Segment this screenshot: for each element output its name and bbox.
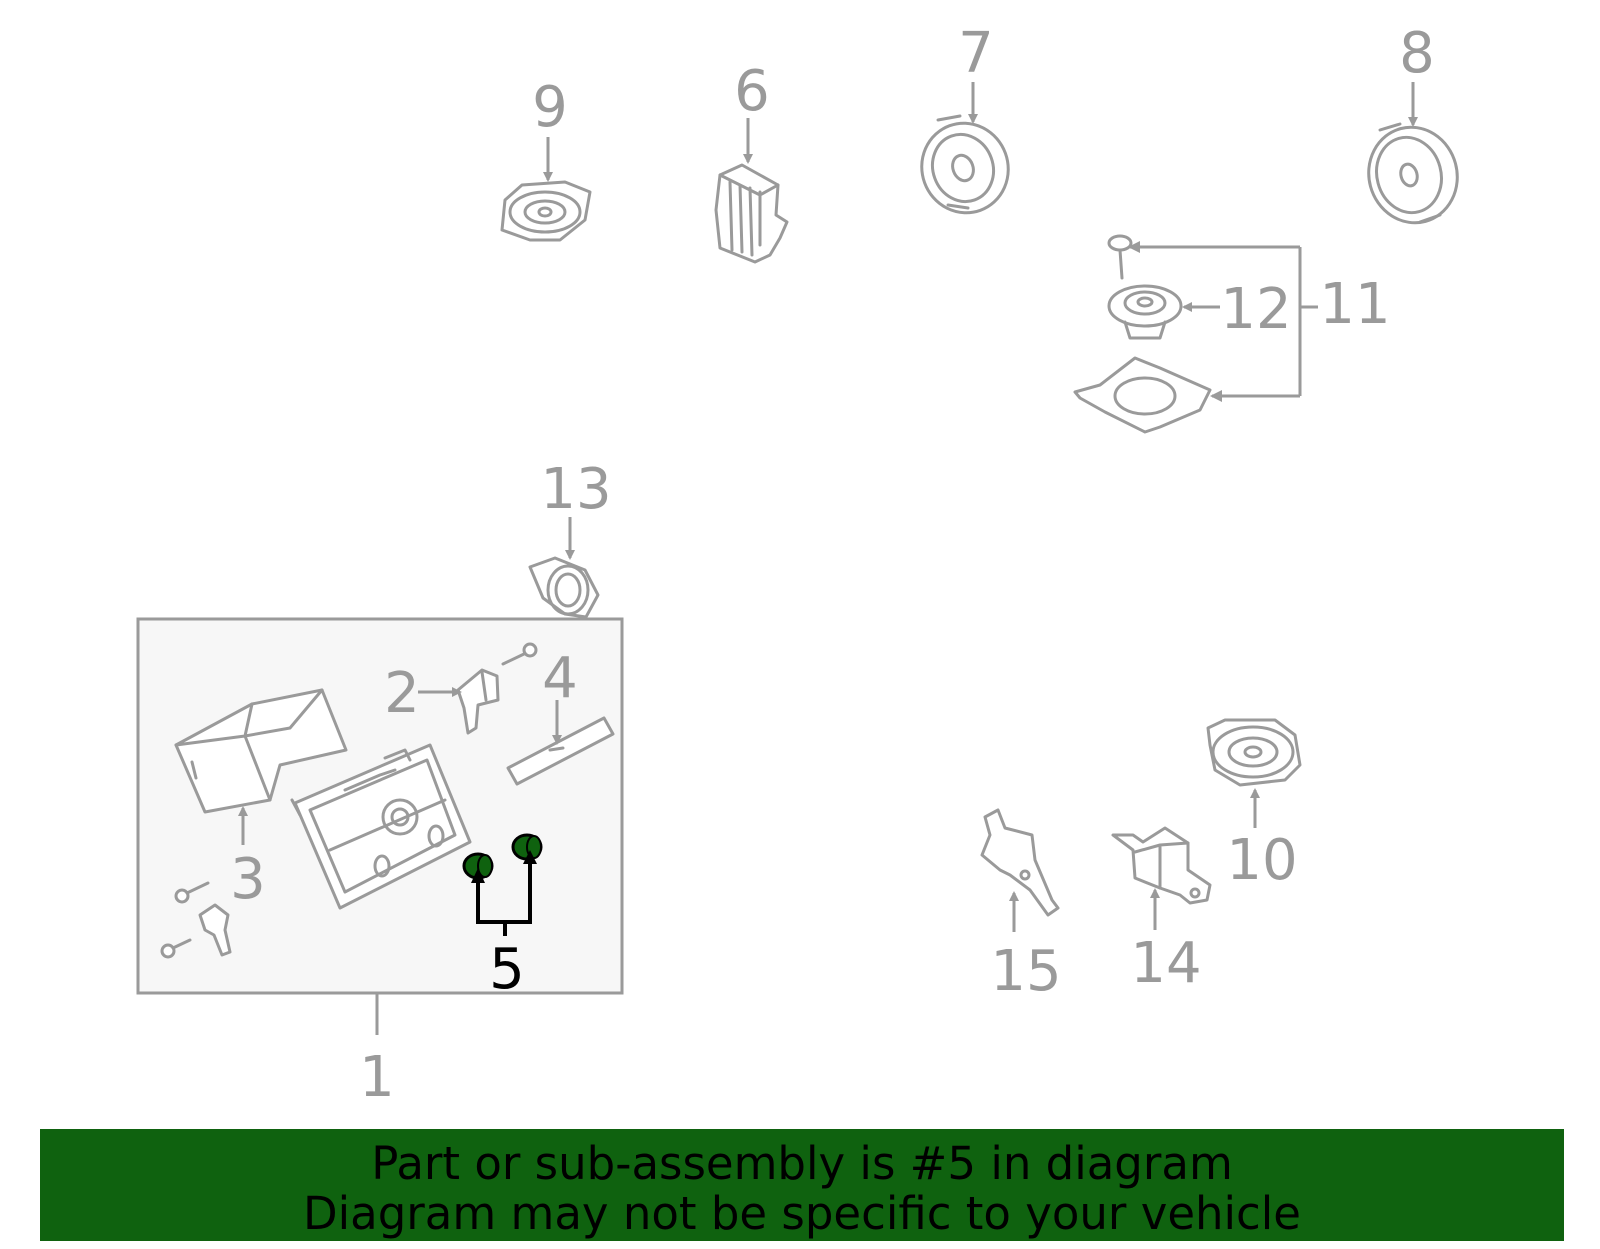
callout-5: 5 bbox=[489, 937, 525, 1002]
callout-9: 9 bbox=[532, 75, 568, 140]
callout-13: 13 bbox=[540, 457, 611, 522]
part-4-strip bbox=[506, 716, 615, 786]
callout-10: 10 bbox=[1226, 828, 1297, 893]
part-3-bezel bbox=[174, 688, 348, 814]
callout-8: 8 bbox=[1399, 21, 1435, 86]
part-2-bracket bbox=[456, 642, 538, 735]
callout-7: 7 bbox=[958, 21, 994, 86]
part-screws-bracket bbox=[160, 881, 232, 959]
part-8-speaker bbox=[1367, 122, 1459, 225]
banner-line-2: Diagram may not be specific to your vehi… bbox=[303, 1187, 1301, 1240]
callout-1: 1 bbox=[359, 1045, 395, 1110]
part-11-12-tweeter-kit bbox=[1073, 234, 1212, 434]
part-9-speaker bbox=[500, 180, 592, 242]
callout-4: 4 bbox=[542, 646, 578, 711]
part-10-speaker bbox=[1206, 718, 1302, 787]
callout-6: 6 bbox=[734, 59, 770, 124]
part-15-bracket bbox=[980, 808, 1060, 917]
callout-2: 2 bbox=[384, 661, 420, 726]
info-banner: Part or sub-assembly is #5 in diagram Di… bbox=[40, 1129, 1564, 1241]
leader-5 bbox=[476, 860, 532, 936]
part-7-speaker bbox=[920, 114, 1010, 215]
part-control-panel bbox=[290, 743, 472, 910]
callout-3: 3 bbox=[230, 847, 266, 912]
callout-15: 15 bbox=[990, 939, 1061, 1004]
callout-14: 14 bbox=[1130, 931, 1201, 996]
leader-5-arrowheads bbox=[471, 850, 537, 883]
callout-12: 12 bbox=[1220, 277, 1291, 342]
banner-line-1: Part or sub-assembly is #5 in diagram bbox=[371, 1137, 1233, 1190]
callout-11: 11 bbox=[1319, 272, 1390, 337]
part-13-tweeter bbox=[528, 556, 600, 619]
part-14-module bbox=[1111, 826, 1212, 905]
leader-11 bbox=[1130, 245, 1318, 398]
part-6-module bbox=[714, 163, 789, 264]
